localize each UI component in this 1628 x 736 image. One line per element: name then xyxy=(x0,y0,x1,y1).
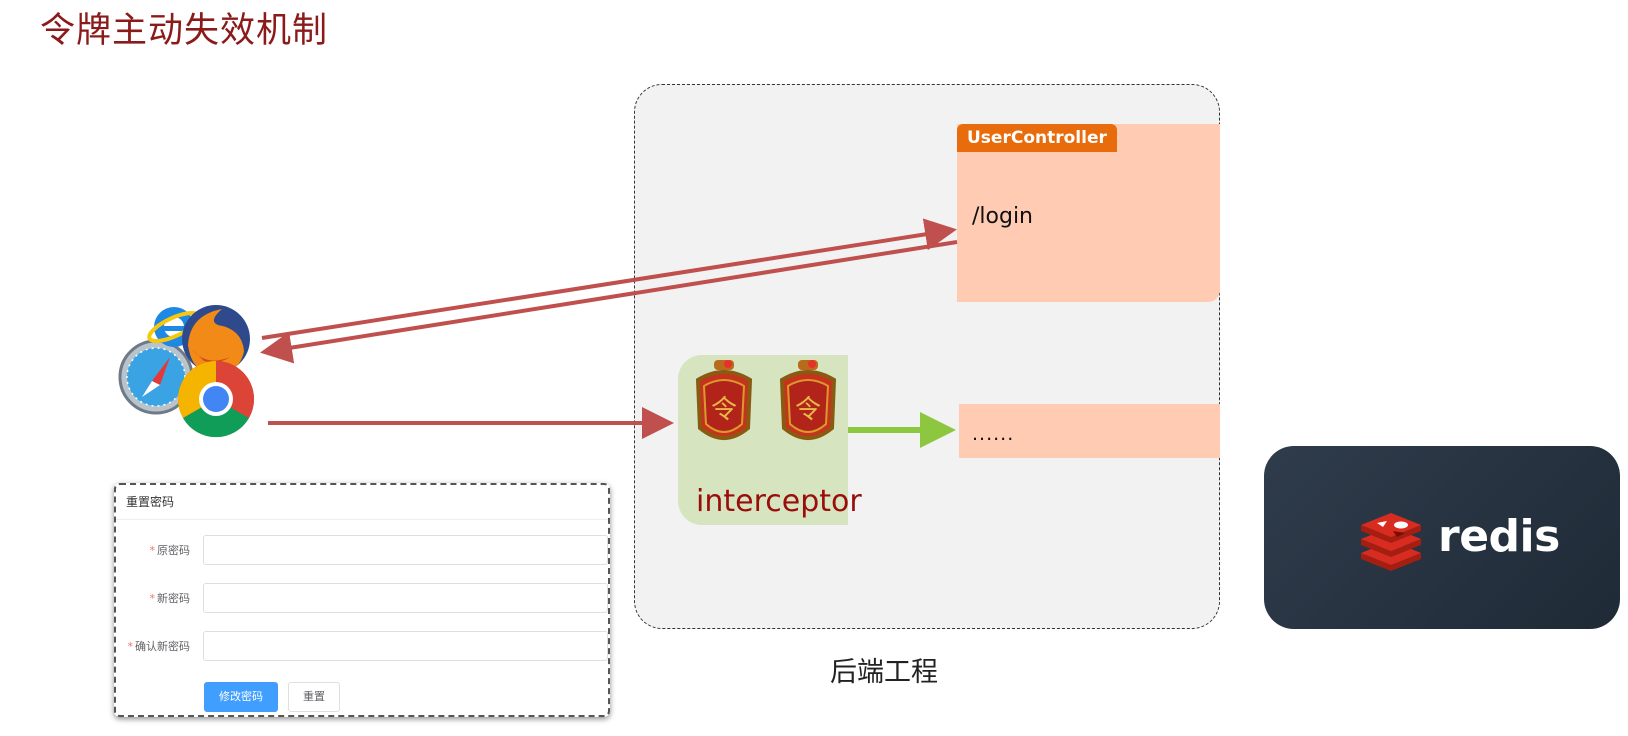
old-password-label: *原密码 xyxy=(116,542,191,558)
required-marker: * xyxy=(149,592,156,605)
other-endpoints-box xyxy=(959,404,1220,458)
interceptor-label: interceptor xyxy=(696,484,862,519)
old-password-label-text: 原密码 xyxy=(157,544,190,557)
new-password-label-text: 新密码 xyxy=(157,592,190,605)
other-endpoints-label: ...... xyxy=(972,423,1015,445)
confirm-password-input[interactable] xyxy=(203,631,608,661)
new-password-label: *新密码 xyxy=(116,590,191,606)
svg-text:令: 令 xyxy=(711,395,737,425)
safari-icon xyxy=(118,339,194,415)
browser-icons xyxy=(118,305,255,438)
user-controller-box xyxy=(957,124,1220,302)
new-password-input[interactable] xyxy=(203,583,608,613)
firefox-icon xyxy=(182,305,250,375)
svg-text:令: 令 xyxy=(795,395,821,425)
user-controller-tag: UserController xyxy=(957,124,1117,152)
page-title: 令牌主动失效机制 xyxy=(40,11,329,51)
chrome-icon xyxy=(177,361,255,438)
confirm-password-label-text: 确认新密码 xyxy=(135,640,190,653)
token-icon: 令 xyxy=(779,360,837,440)
redis-icon xyxy=(1361,513,1421,571)
login-endpoint-label: /login xyxy=(972,204,1034,229)
required-marker: * xyxy=(149,544,156,557)
confirm-password-label: *确认新密码 xyxy=(116,638,191,654)
reset-password-form: 重置密码 *原密码 *新密码 *确认新密码 修改密码 重置 xyxy=(114,483,610,717)
form-title: 重置密码 xyxy=(126,495,175,509)
token-icon: 令 xyxy=(695,360,753,440)
redis-card: redis xyxy=(1264,446,1620,629)
change-password-button[interactable]: 修改密码 xyxy=(204,682,278,712)
required-marker: * xyxy=(127,640,134,653)
old-password-input[interactable] xyxy=(203,535,608,565)
form-divider xyxy=(116,519,608,520)
backend-project-label: 后端工程 xyxy=(830,657,938,688)
redis-label: redis xyxy=(1438,511,1560,562)
reset-button[interactable]: 重置 xyxy=(288,682,340,712)
